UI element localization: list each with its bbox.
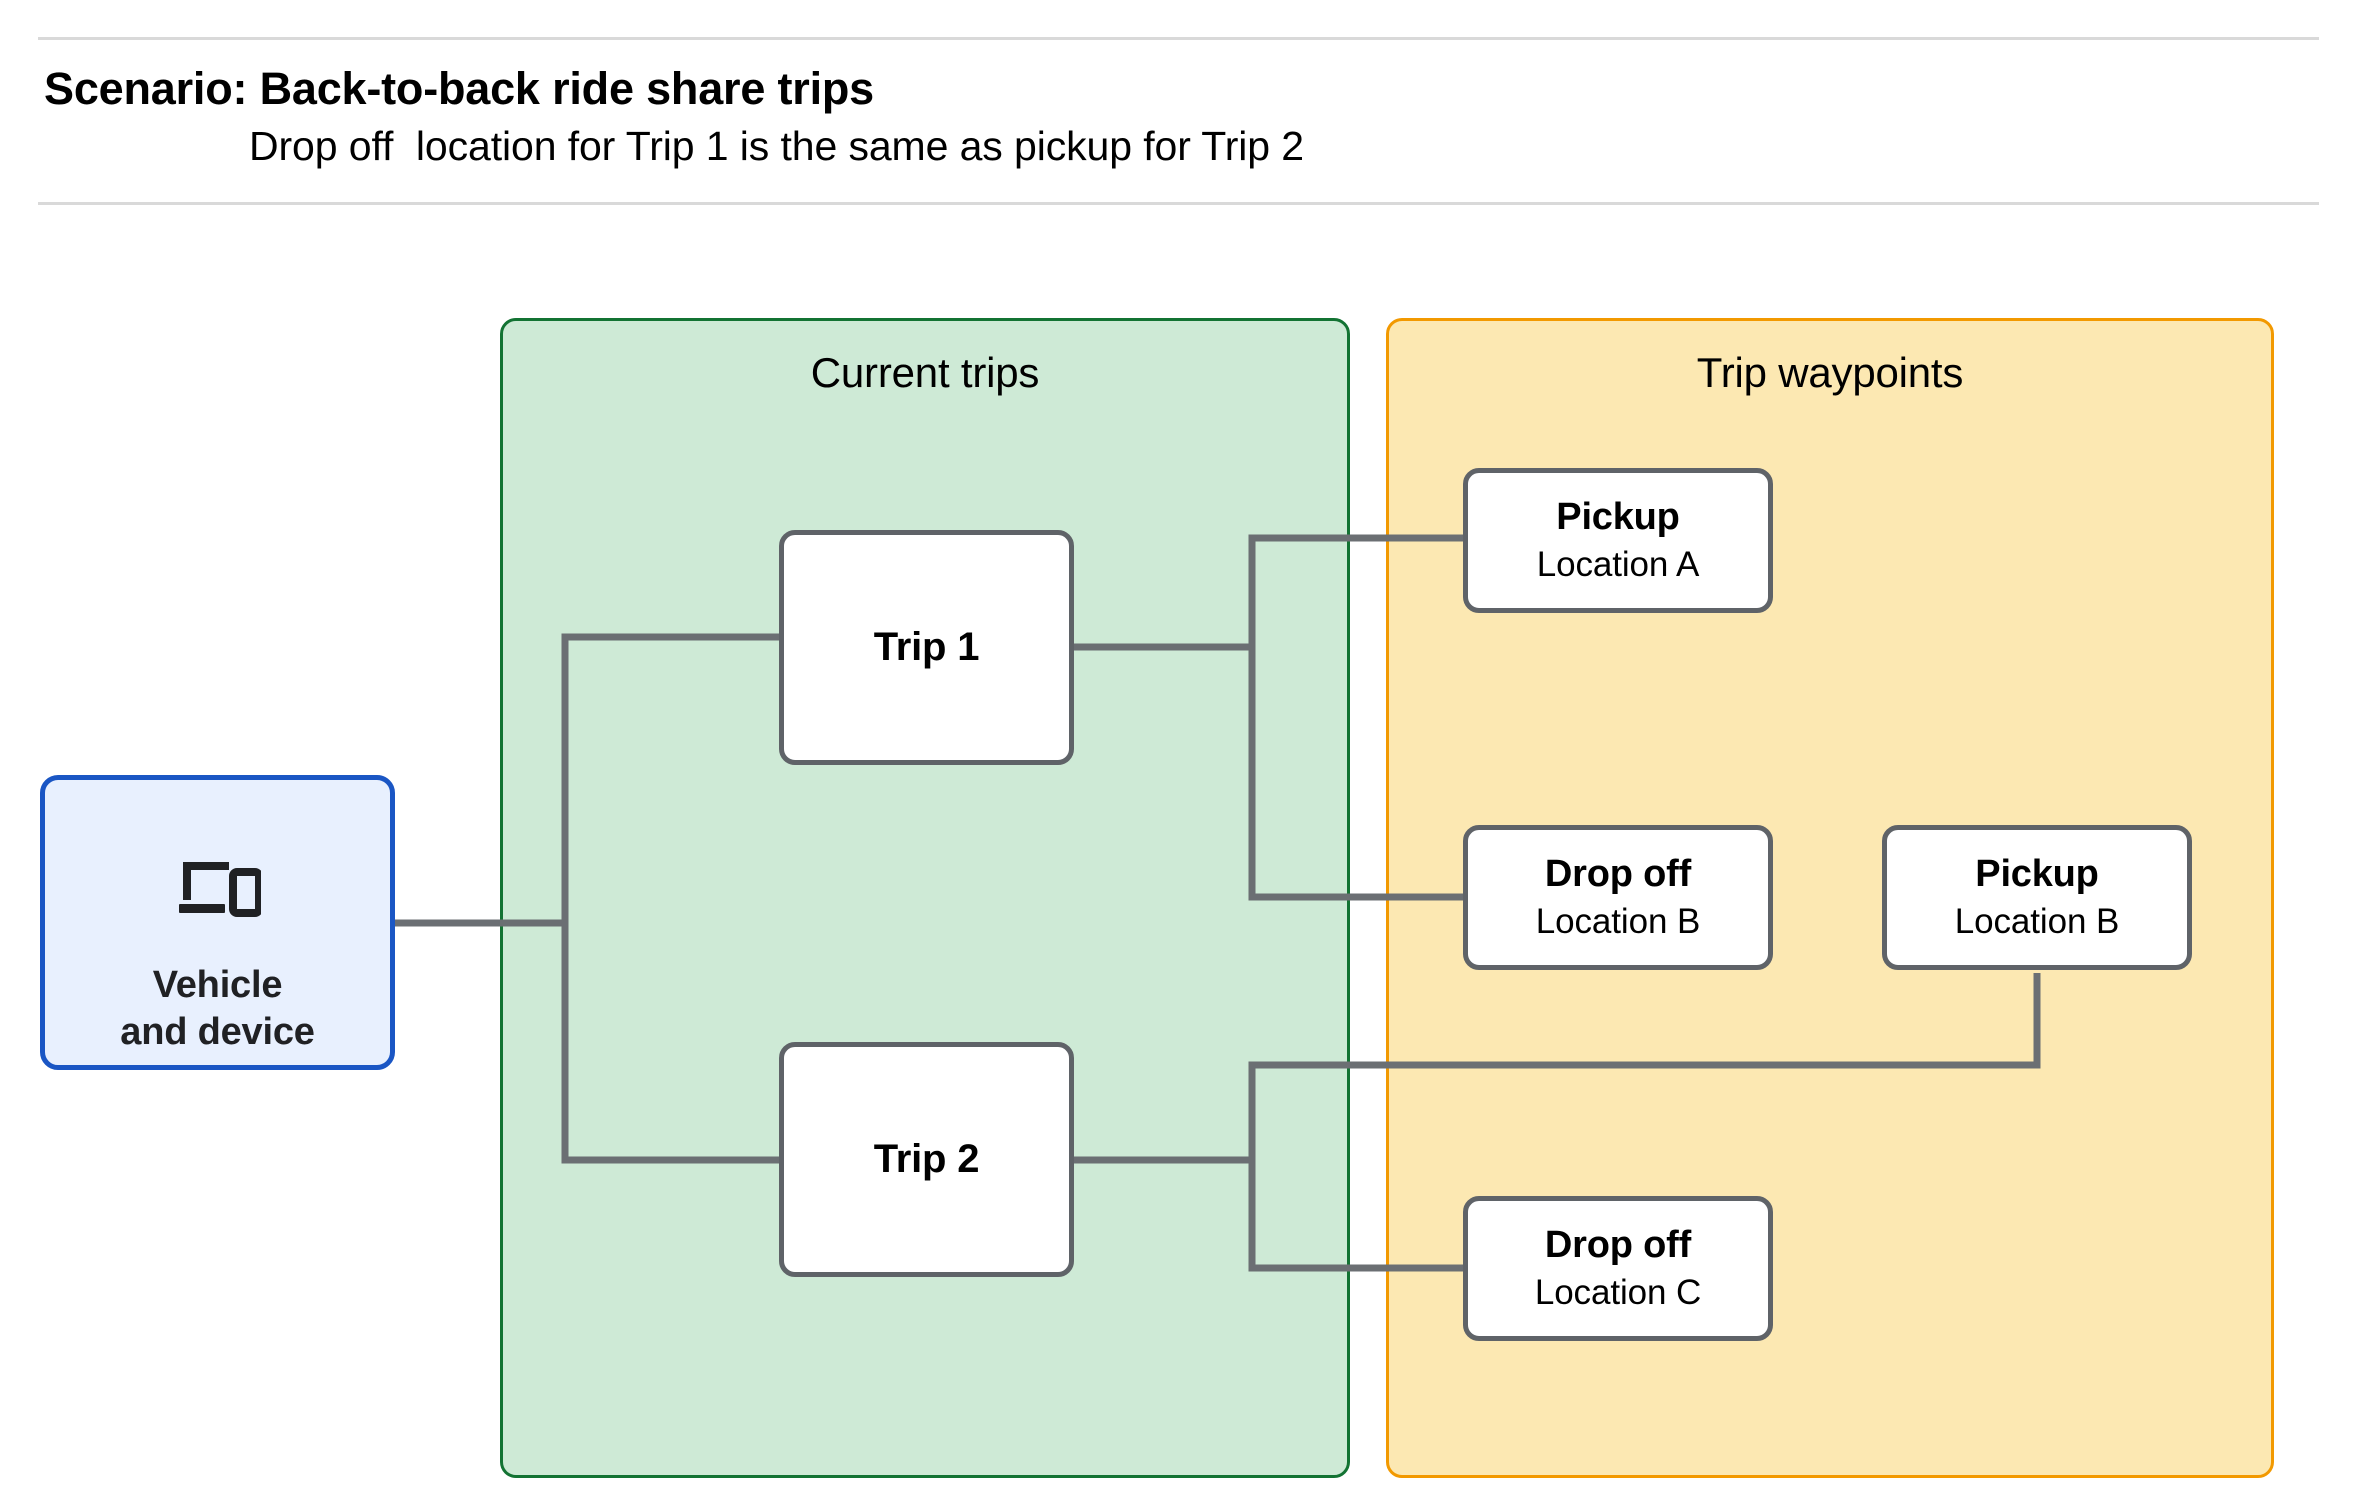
node-pickup-location-a[interactable]: Pickup Location A: [1463, 468, 1773, 613]
node-pickup-b-title: Pickup: [1975, 853, 2099, 896]
node-vehicle-label: Vehicle and device: [120, 964, 315, 1054]
page-title: Scenario: Back-to-back ride share trips: [44, 63, 874, 114]
group-current-trips-title: Current trips: [810, 349, 1040, 396]
node-dropoff-b-title: Drop off: [1544, 853, 1692, 896]
header: Scenario: Back-to-back ride share trips …: [44, 62, 2244, 170]
connector-trip2-to-pickup-b: [1248, 973, 2041, 1160]
laptop-and-phone-icon: [178, 861, 261, 917]
node-dropoff-location-b[interactable]: Drop off Location B: [1463, 825, 1773, 970]
node-dropoff-c-title: Drop off: [1544, 1224, 1692, 1267]
node-dropoff-b-location: Location B: [1535, 901, 1701, 941]
node-trip-1[interactable]: Trip 1: [779, 530, 1074, 765]
node-pickup-b-location: Location B: [1954, 901, 2120, 941]
node-pickup-a-location: Location A: [1536, 544, 1700, 584]
node-dropoff-c-location: Location C: [1534, 1272, 1702, 1312]
node-trip-1-title: Trip 1: [873, 625, 980, 670]
connector-vehicle-to-trip1: [561, 633, 779, 923]
page-subtitle: Drop off location for Trip 1 is the same…: [249, 123, 1304, 170]
node-pickup-location-b[interactable]: Pickup Location B: [1882, 825, 2192, 970]
connector-trip1-to-dropoff-b: [1248, 647, 1463, 901]
node-pickup-a-title: Pickup: [1556, 496, 1680, 539]
group-trip-waypoints-title: Trip waypoints: [1696, 349, 1964, 396]
header-divider-bottom: [38, 202, 2319, 205]
connector-trip2-to-dropoff-c: [1248, 1160, 1463, 1272]
group-current-trips: Current trips: [500, 318, 1350, 1478]
node-trip-2[interactable]: Trip 2: [779, 1042, 1074, 1277]
header-divider-top: [38, 37, 2319, 40]
node-dropoff-location-c[interactable]: Drop off Location C: [1463, 1196, 1773, 1341]
connector-vehicle-to-trip2: [561, 923, 779, 1164]
node-trip-2-title: Trip 2: [873, 1137, 980, 1182]
node-vehicle-and-device[interactable]: Vehicle and device: [40, 775, 395, 1070]
connector-trip1-to-pickup-a: [1248, 534, 1463, 647]
